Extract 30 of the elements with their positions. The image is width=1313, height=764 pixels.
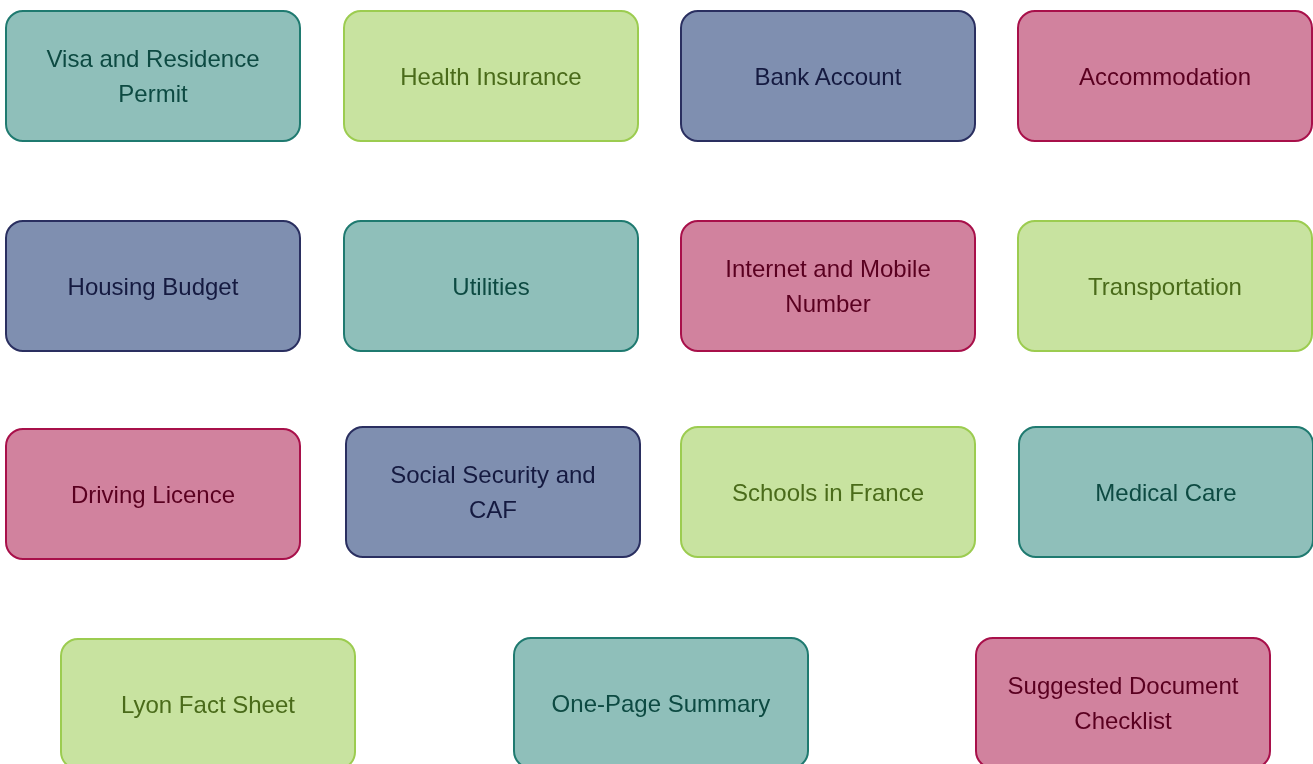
rounded-box [680,10,976,142]
rounded-box [5,428,301,560]
rounded-box [343,220,639,352]
node-label: Housing Budget [67,271,239,302]
rounded-box [343,10,639,142]
node-label: One-Page Summary [551,688,771,719]
node-label: Health Insurance [400,61,582,92]
rounded-box [60,638,356,764]
rounded-box [1017,220,1313,352]
node-label: Social Security and CAF [389,460,597,525]
rounded-box [680,426,976,558]
node-label: Medical Care [1095,477,1237,508]
rounded-box [345,426,641,558]
rounded-box [1017,10,1313,142]
node-label: Internet and Mobile Number [724,254,932,319]
rounded-box [5,220,301,352]
rounded-box [513,637,809,764]
node-label: Suggested Document Checklist [1006,671,1240,736]
rounded-box [5,10,301,142]
rounded-box [975,637,1271,764]
node-label: Lyon Fact Sheet [121,689,295,720]
node-label: Accommodation [1078,61,1252,92]
node-label: Bank Account [754,61,902,92]
rounded-box [680,220,976,352]
node-label: Utilities [452,271,530,302]
node-label: Visa and Residence Permit [45,44,261,109]
node-label: Transportation [1088,271,1242,302]
node-label: Driving Licence [70,479,236,510]
rounded-box [1018,426,1313,558]
node-label: Schools in France [731,477,925,508]
